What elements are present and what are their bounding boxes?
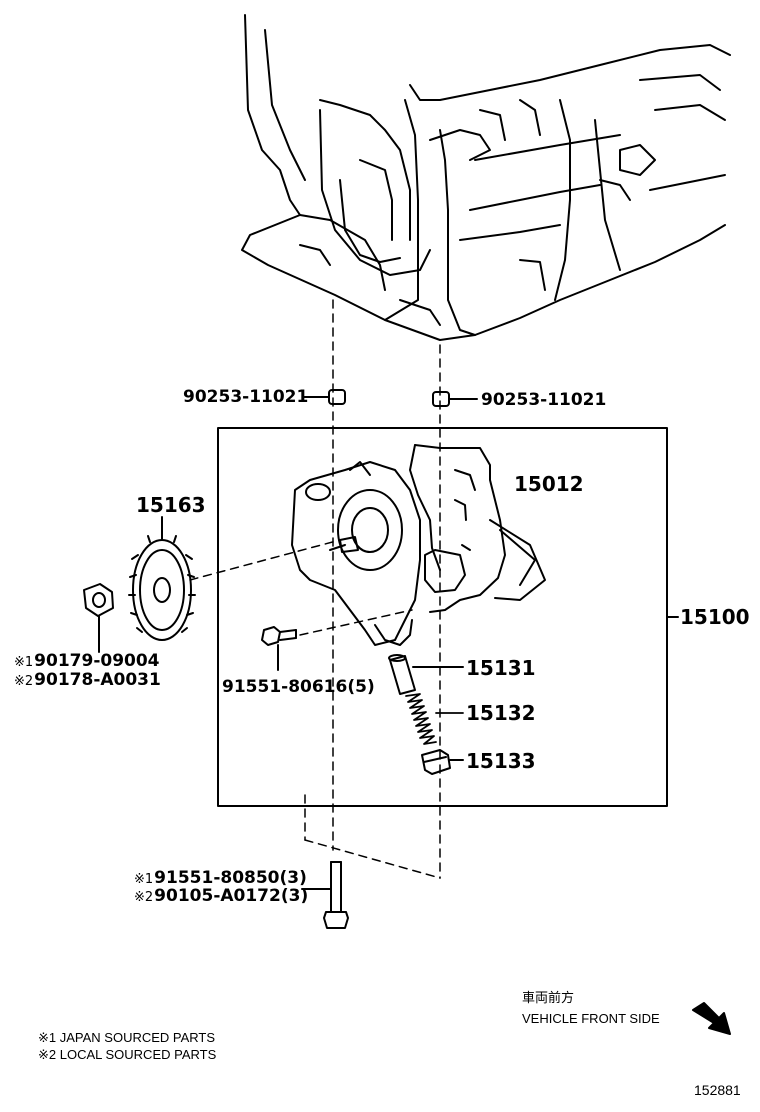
sprocket-drawing (128, 516, 196, 641)
oil-pump-drawing (291, 444, 546, 646)
relief-valve-drawing (388, 654, 464, 695)
pin-right-drawing (432, 391, 478, 407)
long-bolt-drawing (301, 861, 349, 929)
label-pin-left: 90253-11021 (183, 387, 309, 407)
label-sprocket: 15163 (136, 493, 206, 517)
vehicle-front-arrow-icon (692, 1002, 731, 1035)
engine-block-drawing (241, 14, 731, 341)
label-valve: 15131 (466, 656, 536, 680)
mark-local: ※2 (14, 674, 34, 689)
pin-left-drawing (302, 389, 346, 405)
small-bolt-drawing (261, 626, 297, 671)
label-nut-b: 90178-A0031 (34, 670, 161, 690)
mark-japan-2: ※1 (134, 872, 154, 887)
label-nut-a: 90179-09004 (34, 651, 160, 671)
label-small-bolt: 91551-80616(5) (222, 677, 375, 697)
label-long-bolt-japan: ※191551-80850(3) (134, 870, 307, 887)
nut-drawing (83, 583, 114, 653)
note-local-sourced: ※2 LOCAL SOURCED PARTS (38, 1047, 217, 1062)
label-plug: 15133 (466, 749, 536, 773)
label-long-bolt-local: ※290105-A0172(3) (134, 888, 308, 905)
label-long-bolt-a: 91551-80850(3) (154, 868, 307, 888)
direction-jp: 車両前方 (522, 990, 575, 1005)
label-pin-right: 90253-11021 (481, 390, 607, 410)
note-japan-sourced: ※1 JAPAN SOURCED PARTS (38, 1030, 216, 1045)
label-nut-local: ※290178-A0031 (14, 672, 161, 689)
mark-local-2: ※2 (134, 890, 154, 905)
label-long-bolt-b: 90105-A0172(3) (154, 886, 309, 906)
plug-drawing (421, 749, 464, 775)
spring-drawing (405, 693, 464, 745)
label-assembly: 15100 (680, 605, 750, 629)
label-nut-japan: ※190179-09004 (14, 653, 160, 670)
direction-en: VEHICLE FRONT SIDE (522, 1011, 660, 1026)
assembly-box (217, 427, 668, 807)
diagram-id: 152881 (694, 1082, 741, 1098)
label-housing: 15012 (514, 472, 584, 496)
label-spring: 15132 (466, 701, 536, 725)
mark-japan: ※1 (14, 655, 34, 670)
